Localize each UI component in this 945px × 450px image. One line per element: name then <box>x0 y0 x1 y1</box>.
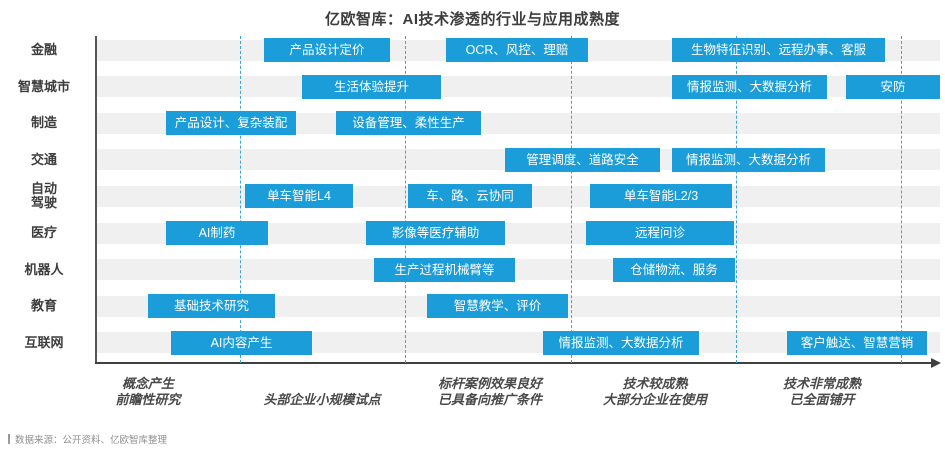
chart-box: AI制药 <box>166 221 268 245</box>
industry-label: 机器人 <box>24 261 64 277</box>
chart-title: 亿欧智库：AI技术渗透的行业与应用成熟度 <box>324 11 620 28</box>
x-axis-arrowhead-icon <box>931 358 941 368</box>
stage-label: 头部企业小规模试点 <box>263 392 381 407</box>
stage-divider-line <box>405 36 406 363</box>
stage-label: 技术非常成熟 已全面铺开 <box>782 376 861 407</box>
chart-box: 产品设计、复杂装配 <box>166 111 296 136</box>
chart-box: 影像等医疗辅助 <box>366 221 505 245</box>
chart-box: 情报监测、大数据分析 <box>672 74 827 99</box>
stage-divider-line <box>736 36 737 363</box>
chart-box: 客户触达、智慧营销 <box>787 330 927 355</box>
chart-box: 仓储物流、服务 <box>613 257 735 282</box>
industry-label: 制造 <box>30 115 57 131</box>
chart-box: 生产过程机械臂等 <box>374 257 515 282</box>
chart-box: 设备管理、柔性生产 <box>336 111 481 136</box>
stage-label: 标杆案例效果良好 已具备向推广条件 <box>437 376 542 407</box>
chart-box: 生物特征识别、远程办事、客服 <box>672 38 885 62</box>
industry-label: 教育 <box>30 298 57 314</box>
chart-box: 情报监测、大数据分析 <box>672 147 825 172</box>
source-note-bar-icon <box>8 434 10 444</box>
industry-label: 交通 <box>30 151 57 167</box>
industry-label: 医疗 <box>30 225 57 240</box>
chart-box: 单车智能L4 <box>245 184 353 209</box>
industry-label: 互联网 <box>24 334 64 350</box>
chart-box: 产品设计定价 <box>264 38 390 62</box>
source-note-text: 数据来源：公开资料、亿欧智库整理 <box>15 435 168 446</box>
row-band <box>97 259 940 281</box>
chart-box: 基础技术研究 <box>148 294 275 319</box>
stage-divider-line <box>240 36 241 363</box>
x-axis-line <box>95 362 933 364</box>
stage-divider-line <box>571 36 572 363</box>
chart-box: 远程问诊 <box>586 221 734 245</box>
chart-box: AI内容产生 <box>171 330 312 355</box>
chart-box: 管理调度、道路安全 <box>505 147 660 172</box>
chart-box: 情报监测、大数据分析 <box>543 330 699 355</box>
chart-box: 车、路、云协同 <box>408 184 532 209</box>
stage-label: 概念产生 前瞻性研究 <box>115 376 181 407</box>
stage-label: 技术较成熟 大部分企业在使用 <box>602 376 707 407</box>
chart-box: OCR、风控、理赔 <box>446 38 588 62</box>
chart-box: 生活体验提升 <box>302 74 441 99</box>
stage-divider-line <box>901 36 902 363</box>
y-axis-line <box>95 36 97 363</box>
industry-label: 自动 驾驶 <box>30 181 57 211</box>
industry-label: 金融 <box>30 42 57 57</box>
source-note: 数据来源：公开资料、亿欧智库整理 <box>8 432 167 446</box>
chart-box: 智慧教学、评价 <box>427 294 568 319</box>
chart-box: 安防 <box>846 74 940 99</box>
chart-box: 单车智能L2/3 <box>590 184 732 209</box>
industry-label: 智慧城市 <box>17 78 70 94</box>
row-band <box>97 112 940 134</box>
